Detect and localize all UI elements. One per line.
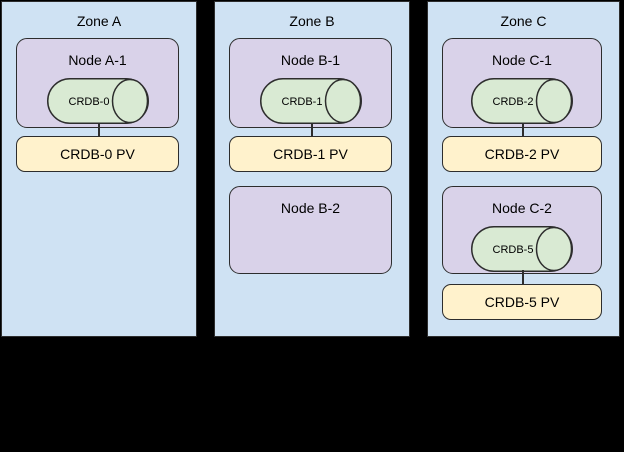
- node-c-1: Node C-1 CRDB-2: [442, 38, 602, 128]
- pv-crdb-1-label: CRDB-1 PV: [273, 146, 348, 162]
- node-b-2: Node B-2: [229, 186, 392, 274]
- pod-label-crdb-0: CRDB-0: [68, 96, 109, 108]
- pv-crdb-5-label: CRDB-5 PV: [484, 294, 560, 310]
- zone-a-title: Zone A: [76, 13, 122, 29]
- node-b-1-title: Node B-1: [280, 52, 341, 68]
- node-c-2: Node C-2 CRDB-5: [442, 186, 602, 274]
- connector-line: [522, 123, 524, 137]
- node-c-1-title: Node C-1: [492, 52, 552, 68]
- pod-label-crdb-5: CRDB-5: [493, 244, 534, 256]
- node-c-2-title: Node C-2: [492, 200, 552, 216]
- node-b-1: Node B-1 CRDB-1: [229, 38, 392, 128]
- connector-line: [522, 270, 524, 285]
- pv-crdb-2-label: CRDB-2 PV: [484, 146, 560, 162]
- zone-b-title: Zone B: [289, 13, 335, 29]
- node-b-2-title: Node B-2: [280, 200, 341, 216]
- pv-crdb-0: CRDB-0 PV: [16, 136, 179, 172]
- node-a-1: Node A-1 CRDB-0: [16, 38, 179, 128]
- pv-crdb-2: CRDB-2 PV: [442, 136, 602, 172]
- pv-crdb-1: CRDB-1 PV: [229, 136, 392, 172]
- pod-label-crdb-2: CRDB-2: [493, 96, 534, 108]
- database-cylinder-icon: CRDB-5: [471, 226, 573, 272]
- pv-crdb-0-label: CRDB-0 PV: [60, 146, 135, 162]
- pv-crdb-5: CRDB-5 PV: [442, 284, 602, 320]
- zone-b: Zone B Node B-1 CRDB-1 CRDB-1 PV Node B-…: [214, 1, 410, 337]
- connector-line: [310, 123, 313, 137]
- database-cylinder-icon: CRDB-1: [259, 78, 362, 124]
- database-cylinder-icon: CRDB-0: [46, 78, 149, 124]
- zone-c: Zone C Node C-1 CRDB-2 CRDB-2 PV Node C-…: [427, 1, 620, 337]
- connector-line: [97, 123, 100, 137]
- zone-a: Zone A Node A-1 CRDB-0 CRDB-0 PV: [1, 1, 197, 337]
- pod-label-crdb-1: CRDB-1: [281, 96, 322, 108]
- zone-c-title: Zone C: [500, 13, 547, 29]
- database-cylinder-icon: CRDB-2: [471, 78, 573, 124]
- node-a-1-title: Node A-1: [68, 52, 127, 68]
